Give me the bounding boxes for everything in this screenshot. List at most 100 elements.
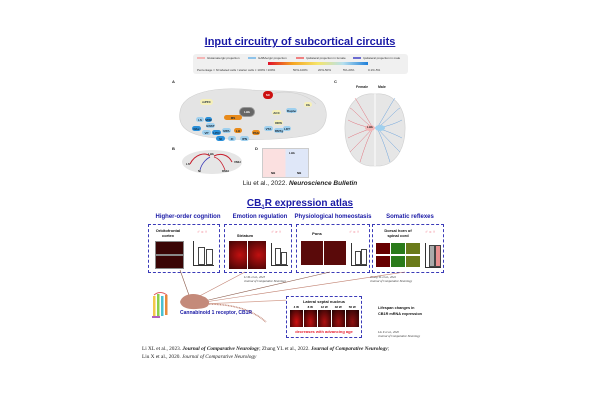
panel-d-node: NB <box>271 171 276 175</box>
panel-striatum: Striatum ♂ > ♀ <box>224 224 292 273</box>
histology-image <box>155 241 184 255</box>
histology-image <box>406 243 420 254</box>
female-header: Female <box>356 85 369 89</box>
panel-d-node: LHb <box>289 151 295 155</box>
cb1-receptor-structure-icon <box>152 292 168 318</box>
age-label: 4 W <box>293 305 299 309</box>
region-bubble: Raphe <box>286 108 297 113</box>
histology-image <box>391 256 405 267</box>
legend-item: Ipsilateral projection in female <box>296 56 346 60</box>
panel-label-b: B <box>172 146 175 151</box>
category-heading: Higher-order cognition <box>155 214 221 220</box>
legend-item: Ipsilateral projection in male <box>353 56 400 60</box>
panel-c-center-lhb: LHb <box>367 125 373 129</box>
sex-comparison: ♂ = ♀ <box>197 229 208 234</box>
region-bubble: ACC <box>272 110 281 115</box>
region-bubble: VDB <box>205 117 212 122</box>
histology-image <box>376 256 390 267</box>
panel-b-node: NI <box>198 169 201 173</box>
range-label: 50%-100% <box>293 68 308 72</box>
panel-b-node: LHb <box>208 152 214 156</box>
reference-line-2: Liu X et al., 2020. Journal of Comparati… <box>142 354 257 360</box>
bar-chart <box>193 241 214 266</box>
histology-image <box>229 241 247 269</box>
bar <box>281 252 287 265</box>
bar <box>355 251 361 265</box>
histology-image <box>290 310 303 327</box>
sex-comparison: ♂ = ♀ <box>349 229 360 234</box>
panel-b-circuit-diagram <box>182 150 242 174</box>
bar <box>198 247 205 265</box>
histology-image <box>324 241 346 265</box>
region-bubble: NAc <box>192 126 201 131</box>
section-title-cb1r-atlas: CB1R expression atlas <box>246 198 354 211</box>
region-bubble-lhb: LHb <box>239 107 255 117</box>
region-bubble: Cb <box>304 102 312 107</box>
region-bubble: IPN <box>240 136 249 141</box>
region-bubble: MS <box>224 115 242 120</box>
region-bubble: VP <box>202 130 211 135</box>
horizontal-brain-diagram <box>344 93 406 167</box>
reference-line-1: Li XL et al., 2023. Journal of Comparati… <box>142 346 390 352</box>
range-label: 5%-20% <box>343 68 355 72</box>
region-bubble: VTA <box>264 126 273 131</box>
panel-b-node: LS <box>186 162 190 166</box>
histology-image <box>248 241 266 269</box>
region-bubble: SC <box>263 91 273 99</box>
histology-image <box>304 310 317 327</box>
panel-orbitofrontal: Orbitofrontal cortex ♂ = ♀ <box>148 224 220 273</box>
histology-image <box>346 310 359 327</box>
age-label: 12 W <box>320 305 328 309</box>
sex-comparison: ♂ = ♀ <box>425 229 436 234</box>
age-label: 56 W <box>348 305 356 309</box>
bar <box>435 245 441 267</box>
brain-region-bubbles: SC mPFC LHb MS LS VDB BNST NAc VP LPO MP… <box>172 82 332 144</box>
age-label: 8 W <box>307 305 313 309</box>
age-trend-caption: decreases with advancing age <box>295 329 353 334</box>
region-bubble: MPA <box>222 128 231 133</box>
male-header: Male <box>378 85 386 89</box>
bar <box>429 245 435 267</box>
sex-comparison: ♂ > ♀ <box>271 229 282 234</box>
panel-label-d: D <box>255 146 258 151</box>
lifespan-label: Lifespan changes in CB1R mRNA expression <box>378 306 422 316</box>
region-bubble: LH <box>234 128 242 133</box>
region-bubble: DRN <box>274 120 283 125</box>
age-images <box>290 310 360 327</box>
region-bubble: ZI <box>228 136 236 141</box>
region-bubble: PAG <box>252 130 260 135</box>
region-bubble: RMTg <box>274 128 284 133</box>
projection-legend: Glutamatergic projection GABAergic proje… <box>193 54 408 74</box>
panel-d-diagram: LHb NB NB <box>262 148 309 178</box>
histology-image <box>406 256 420 267</box>
age-row: 4 W 8 W 12 W 32 W 56 W <box>290 305 360 309</box>
histology-image <box>376 243 390 254</box>
histology-image <box>391 243 405 254</box>
legend-item: Glutamatergic projection <box>197 56 240 60</box>
region-bubble: LPO <box>212 130 221 135</box>
category-heading: Physiological homeostasis <box>294 214 372 220</box>
bar-chart <box>351 243 367 266</box>
region-bubble: SI <box>216 136 225 141</box>
bar <box>206 249 213 265</box>
panel-lateral-septal: Lateral septal nucleus 4 W 8 W 12 W 32 W… <box>286 296 362 338</box>
histology-image <box>155 255 184 269</box>
histology-image <box>332 310 345 327</box>
age-label: 32 W <box>334 305 342 309</box>
bar <box>361 249 367 265</box>
citation-liu-2022: Liu et al., 2022. Neuroscience Bulletin <box>242 180 358 187</box>
bar <box>275 248 281 265</box>
region-bubble: LS <box>196 117 204 122</box>
bar-chart <box>425 243 441 268</box>
panel-label-c: C <box>334 79 337 84</box>
legend-item: GABAergic projection <box>248 56 287 60</box>
region-bubble: LDT <box>283 126 291 131</box>
panel-spinal-cord: Dorsal horn of spinal cord ♂ = ♀ <box>372 224 444 273</box>
panel-label-a: A <box>172 79 175 84</box>
percentage-label: Percentage = NI labeled cells / starter … <box>197 68 276 72</box>
range-label: 0.1%-5% <box>368 68 381 72</box>
region-bubble: BNST <box>206 123 215 128</box>
